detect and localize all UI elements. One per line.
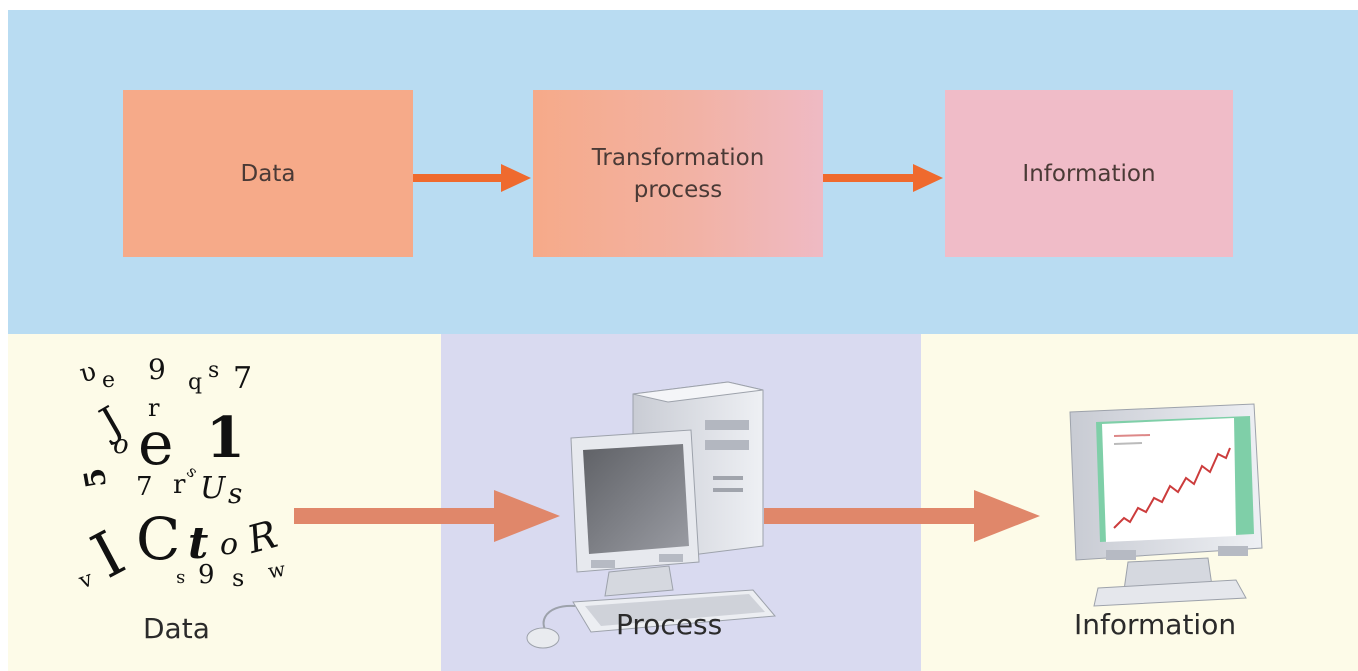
transformation-process-box: Transformation process bbox=[533, 90, 823, 257]
data-char: s bbox=[232, 564, 245, 592]
data-char: t bbox=[188, 518, 209, 569]
data-char: w bbox=[266, 556, 288, 584]
information-box: Information bbox=[945, 90, 1233, 257]
data-char: 9 bbox=[198, 560, 215, 590]
data-char: q bbox=[188, 370, 203, 395]
top-arrow-data-to-transform bbox=[413, 164, 531, 192]
data-char: s bbox=[183, 461, 202, 482]
data-char: o bbox=[113, 430, 129, 460]
data-char: υ bbox=[76, 356, 100, 390]
data-char: 7 bbox=[136, 472, 153, 502]
data-char: 5 bbox=[77, 465, 114, 491]
data-char: e bbox=[102, 368, 116, 393]
desktop-computer-icon bbox=[526, 381, 777, 649]
data-char: U bbox=[200, 471, 226, 506]
bottom-arrow-process-to-information bbox=[764, 490, 1040, 542]
information-box-label: Information bbox=[1022, 160, 1156, 187]
bottom-process-label: Process bbox=[616, 608, 723, 641]
monitor-line-chart-icon bbox=[1069, 403, 1263, 607]
data-char: o bbox=[220, 527, 239, 562]
data-char: C bbox=[136, 505, 181, 573]
bottom-information-label: Information bbox=[1074, 608, 1237, 641]
data-char: s bbox=[228, 477, 243, 510]
data-box: Data bbox=[123, 90, 413, 257]
data-char: R bbox=[242, 512, 282, 562]
data-char: s bbox=[176, 569, 186, 590]
top-flow-panel: Data Transformation process Information bbox=[8, 10, 1358, 334]
bottom-arrow-data-to-process bbox=[294, 490, 560, 542]
data-char: e bbox=[138, 409, 174, 479]
data-char: 9 bbox=[148, 353, 166, 386]
data-char: r bbox=[148, 394, 160, 422]
data-char: v bbox=[75, 566, 97, 595]
bottom-flow-panel: υ e 9 q s 7 J r o e 1 5 7 r s U s I C t … bbox=[8, 334, 1358, 671]
data-char: s bbox=[208, 358, 220, 383]
data-char: r bbox=[173, 470, 186, 500]
top-arrow-transform-to-information bbox=[823, 164, 943, 192]
data-char: 7 bbox=[233, 361, 253, 396]
data-box-label: Data bbox=[240, 160, 296, 187]
transformation-process-label: Transformation process bbox=[591, 144, 765, 203]
bottom-data-label: Data bbox=[143, 612, 210, 645]
data-char: 1 bbox=[206, 405, 245, 471]
